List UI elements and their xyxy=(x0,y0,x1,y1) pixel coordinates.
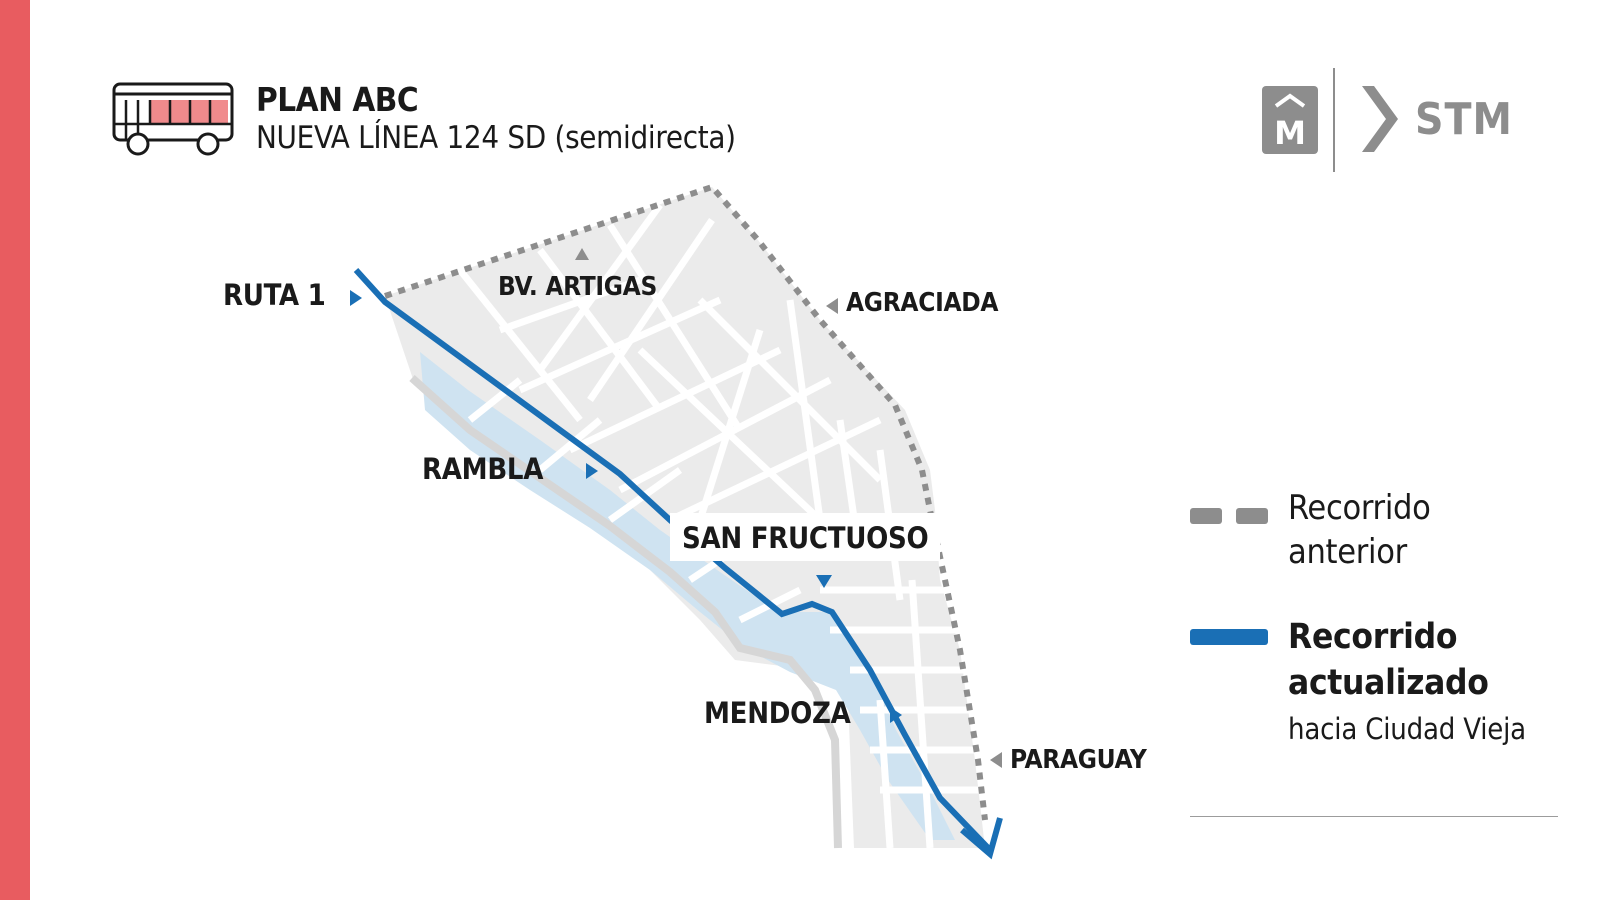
pointer-san-fructuoso xyxy=(816,575,832,588)
label-ruta-1: RUTA 1 xyxy=(223,278,326,312)
logo-m-letter: M xyxy=(1274,114,1306,152)
new-route-line xyxy=(353,267,993,853)
legend-divider xyxy=(1190,816,1558,817)
plan-title: PLAN ABC xyxy=(256,80,419,119)
legend-new-route-line2: actualizado xyxy=(1288,663,1489,703)
legend-new-route-sub: hacia Ciudad Vieja xyxy=(1288,712,1526,746)
pointer-ruta1 xyxy=(350,290,362,306)
label-bv-artigas: BV. ARTIGAS xyxy=(498,272,657,302)
legend-old-route-line2: anterior xyxy=(1288,532,1407,572)
label-san-fructuoso: SAN FRUCTUOSO xyxy=(670,513,941,561)
label-agraciada: AGRACIADA xyxy=(846,288,999,318)
label-paraguay: PARAGUAY xyxy=(1010,745,1147,775)
pointer-agraciada xyxy=(826,298,838,314)
pointer-mendoza xyxy=(890,707,902,723)
label-rambla: RAMBLA xyxy=(422,452,544,486)
legend-old-route-line1: Recorrido xyxy=(1288,488,1431,528)
accent-side-bar xyxy=(0,0,30,900)
pointer-rambla xyxy=(586,463,598,479)
bus-icon xyxy=(112,82,234,156)
pointer-paraguay xyxy=(990,752,1002,768)
stm-logo-icon xyxy=(1362,86,1398,152)
legend-old-route-swatch xyxy=(1190,508,1268,524)
route-arrow-head xyxy=(960,817,1003,860)
legend-new-route-line1: Recorrido xyxy=(1288,617,1458,657)
logo-divider xyxy=(1333,68,1335,172)
legend-new-route-swatch xyxy=(1190,629,1268,645)
legend-new-route-label: Recorrido actualizado xyxy=(1288,614,1489,706)
rambla-edge xyxy=(409,375,842,849)
intendencia-logo-icon: M xyxy=(1262,86,1318,154)
label-mendoza: MENDOZA xyxy=(704,696,851,730)
plan-subtitle: NUEVA LÍNEA 124 SD (semidirecta) xyxy=(256,120,736,156)
coastal-blocks xyxy=(420,352,955,840)
legend-old-route-label: Recorrido anterior xyxy=(1288,486,1431,574)
stm-logo-text: STM xyxy=(1415,94,1513,145)
pointer-bv-artigas xyxy=(575,248,589,260)
